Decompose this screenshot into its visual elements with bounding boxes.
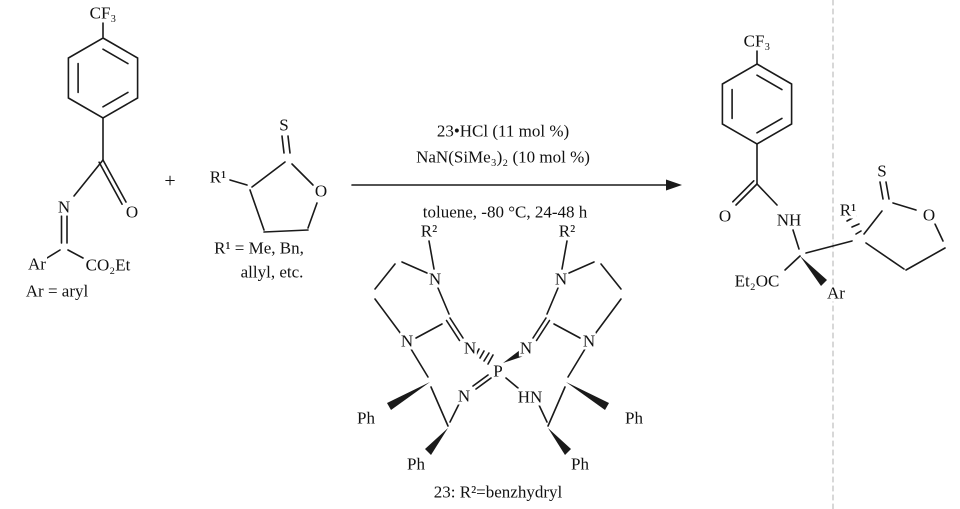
catalyst-r2-right-label: R² xyxy=(557,221,577,241)
product-sulfur-label: S xyxy=(876,161,888,181)
catalyst-ph-left-lower-label: Ph xyxy=(407,454,425,474)
product-cf3-label: CF₃ xyxy=(742,31,772,51)
reactant1-ar-definition: Ar = aryl xyxy=(25,281,89,301)
reactant1-skeleton xyxy=(46,22,139,259)
product-et2oc-label: Et₂OC xyxy=(733,271,781,291)
product-skeleton xyxy=(721,50,946,286)
catalyst-n-exo-right-label: N xyxy=(518,338,534,358)
plus-sign: + xyxy=(164,170,176,192)
catalyst-caption: 23: R²=benzhydryl xyxy=(433,482,563,502)
reactant2-r1-label: R¹ xyxy=(208,167,228,187)
catalyst-n-imino-label: N xyxy=(456,386,472,406)
catalyst-n-ring-left-top-label: N xyxy=(427,269,443,289)
reactant1-nitrogen-label: N xyxy=(56,197,72,217)
catalyst-hn-label: HN xyxy=(516,387,544,407)
catalyst-n-ring-right-bottom-label: N xyxy=(581,331,597,351)
reactant2-oxygen-label: O xyxy=(313,181,329,201)
product-oxygen-label: O xyxy=(717,206,733,226)
reagent-catalyst-loading: 23•HCl (11 mol %) xyxy=(436,121,570,141)
catalyst-ph-left-upper-label: Ph xyxy=(357,408,375,428)
reactant1-oxygen-label: O xyxy=(124,202,140,222)
reactant1-co2et-label: CO₂Et xyxy=(84,255,132,275)
product-ar-label: Ar xyxy=(826,283,846,303)
product-nh-label: NH xyxy=(775,210,803,230)
catalyst-n-ring-left-bottom-label: N xyxy=(399,331,415,351)
reagent-base-loading: NaN(SiMe₃)₂ (10 mol %) xyxy=(416,147,590,167)
product-r1-label: R¹ xyxy=(838,200,858,220)
reactant2-skeleton xyxy=(229,135,318,233)
catalyst-n-exo-left-label: N xyxy=(462,338,478,358)
reactant1-ar-label: Ar xyxy=(27,254,47,274)
catalyst-phosphorus-label: P xyxy=(492,361,504,381)
catalyst-skeleton xyxy=(374,240,622,455)
reactant2-r1-definition-line2: allyl, etc. xyxy=(240,262,304,282)
catalyst-ph-right-upper-label: Ph xyxy=(625,408,643,428)
catalyst-r2-left-label: R² xyxy=(419,221,439,241)
reactant2-r1-definition-line1: R¹ = Me, Bn, xyxy=(214,238,304,258)
product-ring-oxygen-label: O xyxy=(921,205,937,225)
catalyst-n-ring-right-top-label: N xyxy=(553,269,569,289)
solvent-temperature-time: toluene, -80 °C, 24-48 h xyxy=(422,202,588,222)
reactant1-cf3-label: CF₃ xyxy=(88,3,118,23)
reaction-arrow xyxy=(351,179,682,191)
reactant2-sulfur-label: S xyxy=(278,115,290,135)
catalyst-ph-right-lower-label: Ph xyxy=(571,454,589,474)
